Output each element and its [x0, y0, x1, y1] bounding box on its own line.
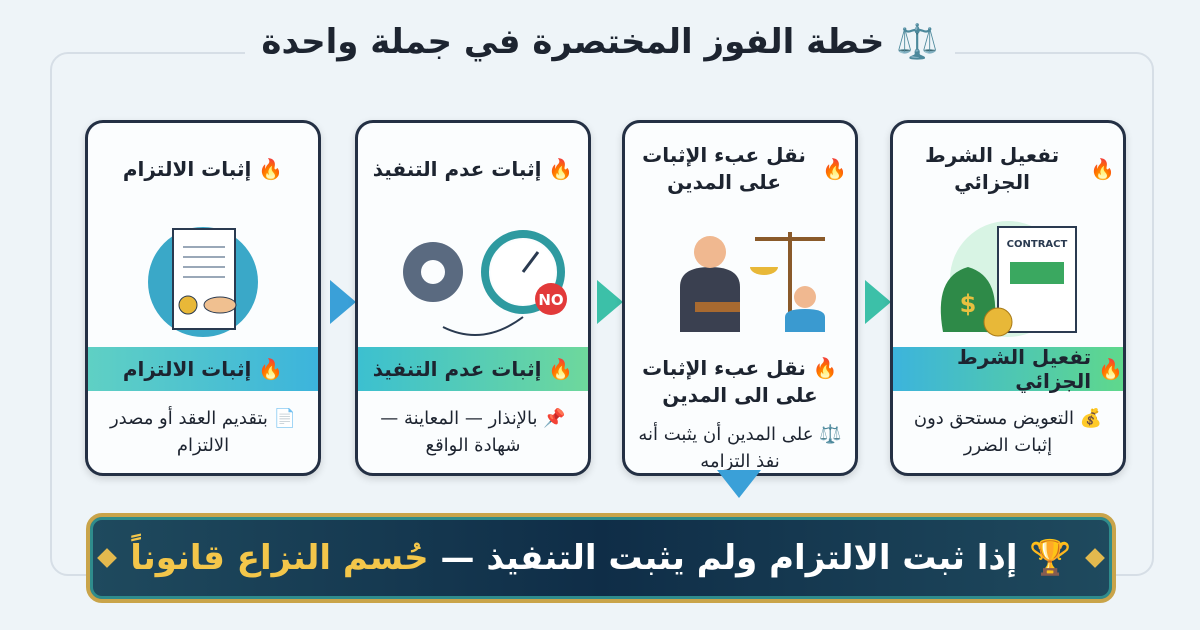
arrow-down-icon [717, 470, 761, 498]
step-card-penalty-clause: 🔥 تفعيل الشرط الجزائي CONTRACT $ 🔥 تفعيل … [890, 120, 1126, 476]
banner-result: حُسم النزاع قانوناً [130, 538, 429, 578]
page-title: ⚖️ خطة الفوز المختصرة في جملة واحدة [0, 22, 1200, 62]
judge-scales-illustration [625, 215, 855, 343]
arrow-right-icon [865, 280, 891, 324]
pin-icon: 📌 [543, 408, 566, 429]
fire-icon: 🔥 [1098, 357, 1123, 381]
card-heading: تفعيل الشرط الجزائي [925, 143, 1060, 194]
card-description: على المدين أن يثبت أنه نفذ التزامه [638, 424, 814, 472]
card-heading: نقل عبء الإثبات على المدين [642, 143, 806, 194]
card-band-label: نقل عبء الإثبات على الى المدين [642, 356, 818, 407]
contract-handshake-illustration [88, 215, 318, 343]
svg-text:$: $ [960, 290, 977, 318]
card-description: التعويض مستحق دون إثبات الضرر [913, 408, 1074, 456]
scales-icon: ⚖️ [819, 424, 842, 445]
card-heading: إثبات الالتزام [122, 156, 252, 181]
card-heading: إثبات عدم التنفيذ [372, 156, 542, 181]
card-description: بالإنذار — المعاينة — شهادة الواقع [380, 408, 538, 456]
conclusion-banner: 🏆 إذا ثبت الالتزام ولم يثبت التنفيذ — حُ… [86, 513, 1116, 603]
money-bag-icon: 💰 [1079, 408, 1103, 429]
fire-icon: 🔥 [258, 156, 284, 181]
step-card-shift-burden: 🔥 نقل عبء الإثبات على المدين 🔥 نقل عبء ا… [622, 120, 858, 476]
fire-icon: 🔥 [822, 156, 847, 181]
fire-icon: 🔥 [548, 156, 574, 181]
fire-icon: 🔥 [258, 357, 284, 381]
card-band-label: إثبات الالتزام [122, 357, 252, 381]
arrow-right-icon [597, 280, 623, 324]
card-description: بتقديم العقد أو مصدر الالتزام [109, 408, 268, 456]
no-badge: NO [538, 291, 563, 309]
fire-icon: 🔥 [1090, 156, 1115, 181]
trophy-icon: 🏆 [1029, 538, 1072, 578]
diamond-ornament [1085, 548, 1105, 568]
fire-icon: 🔥 [548, 357, 574, 381]
card-band-label: إثبات عدم التنفيذ [372, 357, 542, 381]
contract-label: CONTRACT [1007, 239, 1068, 250]
diamond-ornament [97, 548, 117, 568]
banner-condition: إذا ثبت الالتزام ولم يثبت التنفيذ — [440, 538, 1018, 578]
fire-icon: 🔥 [812, 356, 838, 380]
step-card-prove-obligation: 🔥 إثبات الالتزام 🔥 إثبات الالتزام 📄 بتقد… [85, 120, 321, 476]
money-contract-illustration: CONTRACT $ [893, 215, 1123, 343]
stopwatch-broken-gear-illustration: NO [358, 215, 588, 343]
step-card-prove-non-performance: 🔥 إثبات عدم التنفيذ NO 🔥 إثبات عدم التنف… [355, 120, 591, 476]
arrow-right-icon [330, 280, 356, 324]
scales-icon: ⚖️ [896, 22, 939, 62]
document-icon: 📄 [273, 408, 297, 429]
card-band-label: تفعيل الشرط الجزائي [957, 345, 1092, 393]
